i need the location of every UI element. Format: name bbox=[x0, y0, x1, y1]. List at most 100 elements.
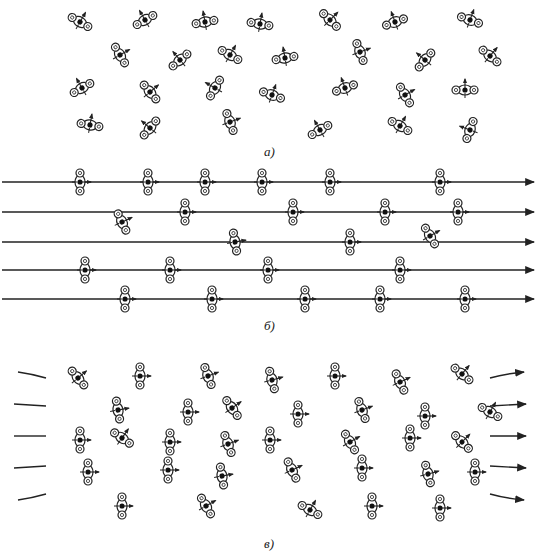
molecule-part bbox=[85, 469, 90, 474]
molecule-part bbox=[492, 411, 503, 422]
molecule-part bbox=[407, 435, 412, 440]
molecule-part bbox=[438, 515, 441, 518]
molecule-part bbox=[266, 427, 274, 435]
molecule-part bbox=[491, 56, 502, 67]
molecule-part bbox=[272, 387, 276, 391]
molecule-part bbox=[124, 438, 135, 449]
molecule-part bbox=[136, 363, 144, 371]
molecule-part bbox=[295, 211, 304, 212]
molecule-part bbox=[294, 419, 302, 427]
molecule-part bbox=[84, 91, 87, 95]
molecule-part bbox=[164, 475, 172, 483]
molecule-part bbox=[200, 377, 205, 379]
molecule-part bbox=[326, 123, 330, 127]
molecule-part bbox=[262, 440, 267, 441]
molecule-part bbox=[311, 500, 316, 508]
molecule-part bbox=[264, 381, 269, 382]
molecule-part bbox=[430, 471, 439, 473]
molecule-part bbox=[167, 439, 172, 444]
molecule-part bbox=[140, 182, 145, 183]
dipole-molecule bbox=[204, 286, 223, 312]
molecule-part bbox=[332, 181, 341, 182]
molecule-part bbox=[197, 182, 202, 183]
molecule-part bbox=[78, 379, 89, 390]
dipole-molecule bbox=[379, 7, 410, 34]
molecule-part bbox=[438, 189, 441, 192]
molecule-part bbox=[147, 23, 150, 27]
molecule-part bbox=[302, 296, 307, 301]
dipole-molecule bbox=[261, 365, 286, 395]
molecule-part bbox=[77, 119, 86, 128]
molecule-part bbox=[486, 408, 493, 415]
dipole-molecule bbox=[295, 494, 327, 523]
dipole-molecule bbox=[327, 363, 346, 389]
molecule-part bbox=[70, 15, 74, 19]
molecule-part bbox=[118, 493, 126, 501]
molecule-part bbox=[267, 437, 272, 442]
molecule-part bbox=[82, 181, 91, 182]
molecule-part bbox=[412, 437, 421, 438]
dipole-molecule bbox=[76, 112, 105, 135]
molecule-part bbox=[406, 128, 410, 132]
molecule-part bbox=[150, 93, 161, 104]
molecule-part bbox=[90, 471, 99, 472]
molecule-part bbox=[80, 472, 85, 473]
dipole-molecule bbox=[475, 396, 507, 425]
molecule-part bbox=[348, 249, 351, 252]
molecule-part bbox=[391, 12, 394, 20]
molecule-part bbox=[358, 55, 368, 65]
dipole-molecule bbox=[114, 493, 133, 519]
molecule-part bbox=[290, 414, 295, 415]
molecule-part bbox=[357, 49, 364, 56]
molecule-part bbox=[359, 465, 364, 470]
molecule-part bbox=[461, 286, 469, 294]
molecule-part bbox=[346, 229, 354, 237]
molecule-part bbox=[462, 87, 467, 92]
molecule-part bbox=[266, 259, 269, 262]
molecule-part bbox=[457, 376, 460, 380]
molecule-part bbox=[378, 306, 381, 309]
molecule-part bbox=[144, 169, 152, 177]
molecule-part bbox=[132, 19, 143, 30]
molecule-part bbox=[120, 408, 129, 410]
dipole-molecule bbox=[417, 403, 436, 429]
molecule-part bbox=[222, 483, 226, 487]
molecule-part bbox=[202, 502, 209, 509]
molecule-part bbox=[113, 57, 117, 60]
molecule-part bbox=[227, 119, 234, 126]
molecule-part bbox=[144, 94, 148, 97]
molecule-part bbox=[226, 447, 236, 457]
dipole-molecule bbox=[212, 461, 235, 490]
molecule-part bbox=[214, 298, 223, 299]
molecule-part bbox=[289, 199, 297, 207]
molecule-part bbox=[269, 92, 276, 99]
molecule-part bbox=[473, 461, 476, 464]
molecule-part bbox=[341, 78, 344, 86]
molecule-part bbox=[370, 513, 373, 516]
molecule-part bbox=[83, 277, 86, 280]
molecule-part bbox=[258, 87, 268, 97]
molecule-part bbox=[465, 136, 469, 140]
dipole-molecule bbox=[455, 5, 486, 32]
molecule-part bbox=[352, 53, 357, 55]
molecule-part bbox=[118, 511, 126, 519]
molecule-part bbox=[199, 508, 203, 511]
molecule-part bbox=[349, 444, 360, 455]
dipole-molecule bbox=[133, 111, 164, 143]
molecule-part bbox=[331, 381, 339, 389]
molecule-part bbox=[461, 304, 469, 312]
dipole-molecule bbox=[260, 257, 279, 283]
molecule-part bbox=[331, 21, 342, 32]
molecule-part bbox=[352, 38, 362, 48]
dipole-molecule bbox=[392, 78, 421, 110]
dipole-molecule bbox=[177, 199, 196, 225]
dipole-molecule bbox=[218, 391, 248, 423]
molecule-part bbox=[290, 473, 301, 484]
molecule-part bbox=[463, 434, 469, 440]
molecule-part bbox=[352, 448, 356, 452]
molecule-part bbox=[397, 379, 404, 386]
molecule-part bbox=[295, 411, 300, 416]
dipole-molecule bbox=[128, 4, 160, 33]
molecule-part bbox=[154, 119, 159, 124]
molecule-part bbox=[154, 97, 159, 102]
